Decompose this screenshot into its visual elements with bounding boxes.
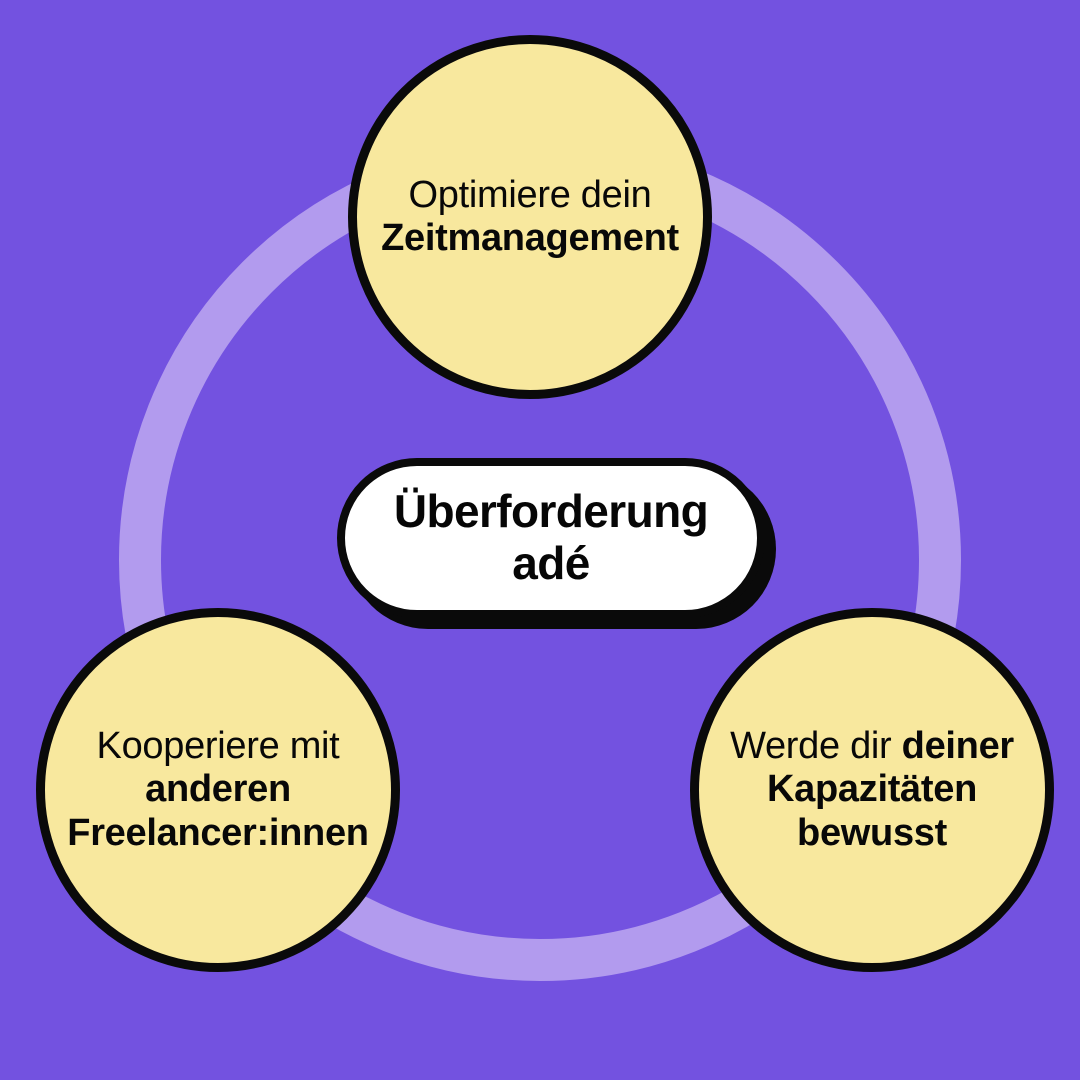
node-kooperiere[interactable]: Kooperiere mit anderen Freelancer:innen [36, 608, 400, 972]
node-kapazitaeten-line3: bewusst [797, 811, 947, 854]
node-zeitmanagement-line1: Optimiere dein [408, 173, 652, 216]
node-kooperiere-line1: Kooperiere mit [96, 725, 340, 768]
node-zeitmanagement[interactable]: Optimiere dein Zeitmanagement [348, 35, 712, 399]
node-zeitmanagement-line2: Zeitmanagement [381, 217, 679, 259]
center-badge-line1: Überforderung [393, 485, 709, 538]
center-badge-label: Überforderung adé [361, 486, 741, 589]
node-kooperiere-line2: anderen [145, 768, 291, 811]
node-kapazitaeten-line2: Kapazitäten [767, 768, 977, 811]
center-badge[interactable]: Überforderung adé [337, 458, 765, 618]
node-kapazitaeten-line1-bold: deiner [901, 725, 1015, 768]
center-badge-line2: adé [512, 537, 590, 589]
node-kapazitaeten[interactable]: Werde dir deiner Kapazitäten bewusst [690, 608, 1054, 972]
node-kooperiere-line3: Freelancer:innen [67, 811, 369, 854]
node-kapazitaeten-line1-regular: Werde dir [730, 725, 902, 768]
node-kapazitaeten-label: Werde dir deiner Kapazitäten bewusst [702, 725, 1042, 855]
node-kooperiere-label: Kooperiere mit anderen Freelancer:innen [46, 725, 391, 855]
node-zeitmanagement-label: Optimiere dein Zeitmanagement [365, 174, 695, 261]
